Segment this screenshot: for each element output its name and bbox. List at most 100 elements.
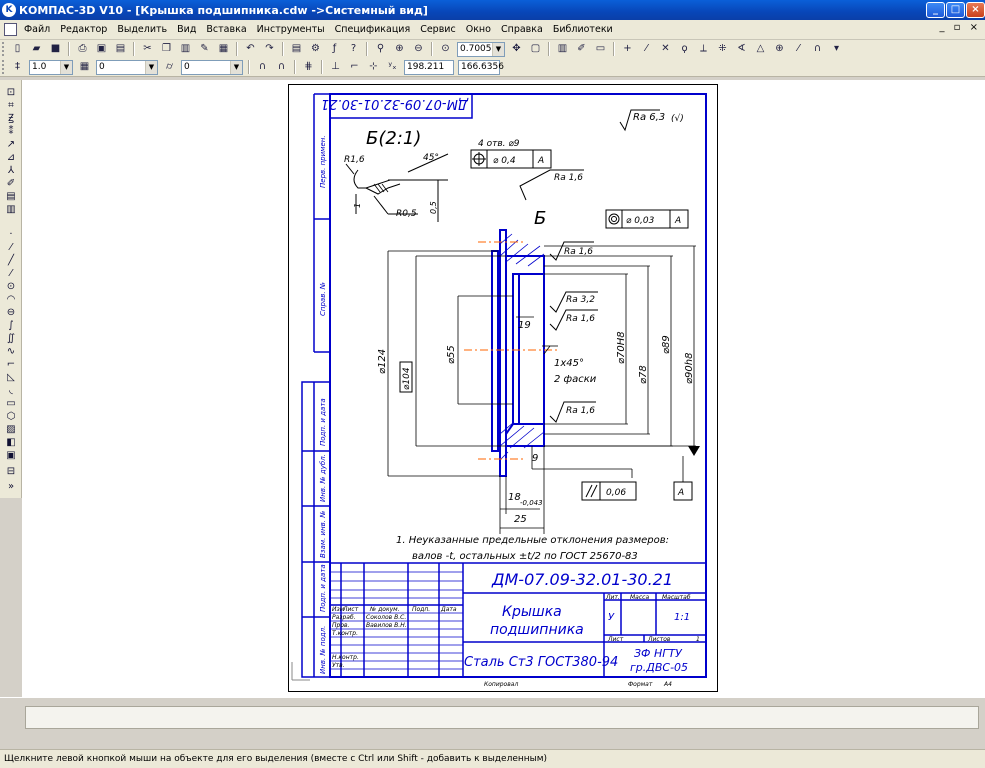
dimensions-panel-icon[interactable]: ⌗ [8,100,14,111]
coord-x-field[interactable]: 198.211 [404,59,454,75]
reports-panel-icon[interactable]: ▥ [6,204,16,215]
style-combo[interactable]: 0▼ [181,59,243,75]
auxiliary-line-icon[interactable]: ⁄ [10,242,12,253]
toolbar-grip[interactable] [2,42,5,56]
minimize-button[interactable]: _ [926,2,945,18]
parametrization-panel-icon[interactable]: ↗ [6,139,16,150]
chevron-down-icon[interactable]: ▼ [230,60,242,74]
zoom-window-icon[interactable]: ⚲ [376,43,385,54]
equidistant-icon[interactable]: ⊟ [6,466,16,477]
save-icon[interactable]: ■ [50,43,61,54]
help-pointer-icon[interactable]: ? [350,43,357,54]
local-cs-icon[interactable]: ⊥ [331,61,340,72]
snap-grid-icon[interactable]: ⁜ [718,43,727,54]
library-manager-icon[interactable]: ⚙ [311,43,320,54]
zoom-out-icon[interactable]: ⊖ [414,43,423,54]
segment-icon[interactable]: ╱ [7,255,15,266]
layer-combo[interactable]: 0▼ [96,59,158,75]
redo-icon[interactable]: ↷ [265,43,274,54]
cursor-coords-icon[interactable]: ⊹ [369,61,378,72]
coord-y-field[interactable]: 166.6356 [458,59,504,75]
step-combo[interactable]: 1.0▼ [29,59,73,75]
document-icon[interactable] [4,23,17,36]
edit-panel-icon[interactable]: ⁑ [8,126,14,137]
polygon-icon[interactable]: ⬡ [6,411,16,422]
contour-icon[interactable]: ▣ [6,450,16,461]
step-icon[interactable]: ‡ [15,61,20,72]
point-icon[interactable]: · [9,229,13,240]
menu-libraries[interactable]: Библиотеки [552,24,613,35]
chevron-down-icon[interactable]: ▼ [145,60,157,74]
properties-input-area[interactable] [25,706,979,729]
arc-icon[interactable]: ◠ [6,294,16,305]
open-file-icon[interactable]: ▰ [32,43,41,54]
menu-edit[interactable]: Редактор [60,24,108,35]
refresh-icon[interactable]: ▥ [557,43,568,54]
ellipse-icon[interactable]: ⊖ [6,307,16,318]
magnet-small-icon[interactable]: ∩ [277,61,286,72]
ortho-icon[interactable]: ⌐ [350,61,359,72]
copy-icon[interactable]: ❐ [162,43,171,54]
undo-icon[interactable]: ↶ [246,43,255,54]
magnet-icon[interactable]: ∩ [813,43,822,54]
snap-settings-icon[interactable]: ∩ [258,61,267,72]
zoom-in-icon[interactable]: ⊕ [395,43,404,54]
fillet-icon[interactable]: ◟ [9,385,13,396]
drawing-sheet[interactable]: Перв. примен. Справ. № Подп. и дата Инв.… [288,84,718,692]
snap-midpoint-icon[interactable]: ⁄ [797,43,800,54]
variables-icon[interactable]: ▤ [291,43,302,54]
more-icon[interactable]: ▾ [833,43,840,54]
expand-panel-icon[interactable]: » [7,481,15,492]
associative-views-icon[interactable]: ✐ [6,178,16,189]
chevron-down-icon[interactable]: ▼ [60,60,72,74]
view-icon[interactable]: ⌭ [165,61,174,72]
menu-select[interactable]: Выделить [117,24,168,35]
show-all-icon[interactable]: ▢ [530,43,541,54]
print-icon[interactable]: ⎙ [78,43,87,54]
monitor-icon[interactable]: ▭ [595,43,606,54]
snap-triangle-icon[interactable]: △ [756,43,765,54]
line-icon[interactable]: ⁄ [10,268,12,279]
chevron-down-icon[interactable]: ▼ [492,42,504,56]
spec-panel-icon[interactable]: ▤ [6,191,16,202]
designations-panel-icon[interactable]: Ꙃ [8,113,14,124]
spline-icon[interactable]: ∫ [8,320,14,331]
sketch-icon[interactable]: ✐ [577,43,586,54]
function-icon[interactable]: ƒ [332,43,337,54]
toolbar-grip[interactable] [2,60,5,74]
menu-service[interactable]: Сервис [420,24,456,35]
menu-specification[interactable]: Спецификация [334,24,411,35]
spline-points-icon[interactable]: ∬ [7,333,15,344]
measure-panel-icon[interactable]: ⊿ [6,152,16,163]
fill-icon[interactable]: ◧ [6,437,16,448]
menu-insert[interactable]: Вставка [206,24,247,35]
layer-icon[interactable]: ▦ [79,61,90,72]
menu-file[interactable]: Файл [24,24,51,35]
pan-icon[interactable]: ✥ [512,43,521,54]
snap-intersection-icon[interactable]: ✕ [661,43,670,54]
menu-window[interactable]: Окно [465,24,491,35]
properties-icon[interactable]: ✎ [200,43,209,54]
grid-icon[interactable]: ⋕ [304,61,313,72]
zoom-combo[interactable]: 0.7005▼ [457,41,505,57]
snap-point-icon[interactable]: + [623,43,632,54]
paste-icon[interactable]: ▥ [180,43,191,54]
menu-help[interactable]: Справка [500,24,543,35]
polyline-icon[interactable]: ⌐ [6,359,16,370]
snap-tangent-icon[interactable]: ϙ [681,43,688,54]
mdi-controls[interactable]: _ ▫ × [939,22,981,33]
snap-line-icon[interactable]: ⁄ [645,43,648,54]
page-setup-icon[interactable]: ▤ [115,43,126,54]
menu-view[interactable]: Вид [177,24,197,35]
snap-normal-icon[interactable]: ⟂ [700,43,707,54]
drawing-canvas[interactable]: Перв. примен. Справ. № Подп. и дата Инв.… [22,80,985,697]
circle-icon[interactable]: ⊙ [6,281,16,292]
print-preview-icon[interactable]: ▣ [96,43,107,54]
manager-icon[interactable]: ▦ [218,43,229,54]
new-file-icon[interactable]: ▯ [14,43,21,54]
geometry-panel-icon[interactable]: ⊡ [6,87,16,98]
bezier-icon[interactable]: ∿ [6,346,16,357]
rectangle-icon[interactable]: ▭ [6,398,16,409]
chamfer-icon[interactable]: ◺ [7,372,15,383]
close-button[interactable]: × [966,2,985,18]
